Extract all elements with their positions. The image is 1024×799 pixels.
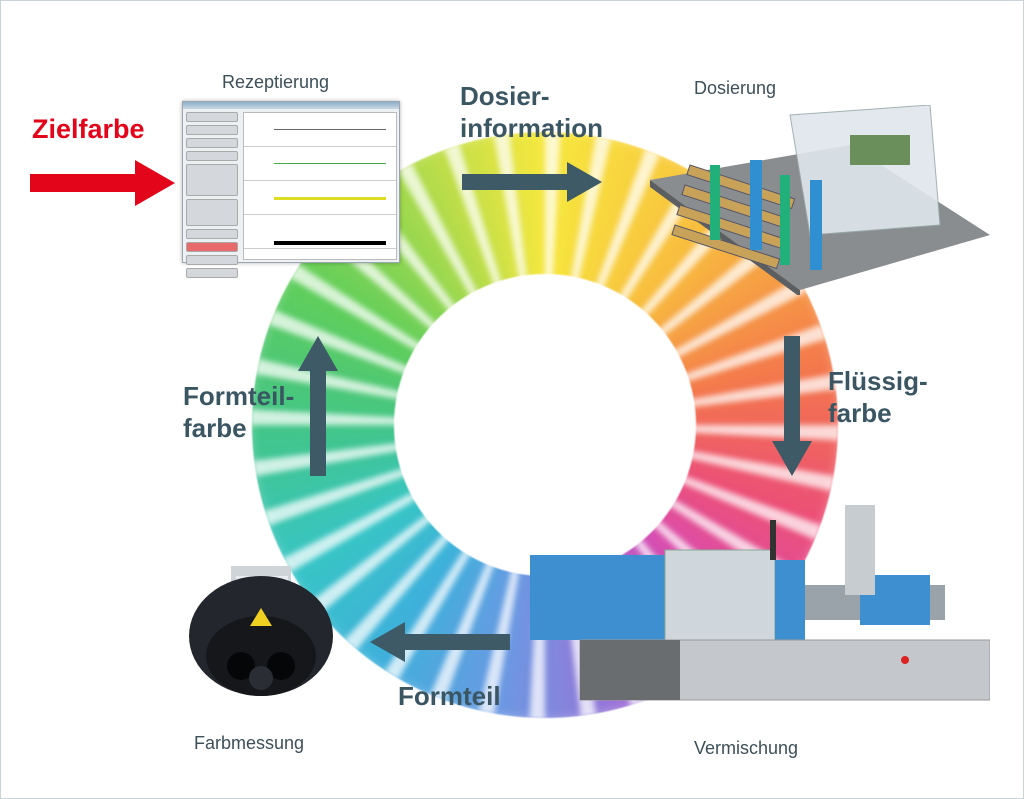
target-arrow <box>30 160 175 206</box>
caption-recipe: Rezeptierung <box>222 72 330 92</box>
recipe-software-screenshot <box>182 101 400 278</box>
arrow-down-liquid <box>772 336 812 476</box>
arrow-right-dosing <box>462 162 602 202</box>
label-part-color: Formteil-farbe <box>183 381 295 443</box>
target-color-label: Zielfarbe <box>32 114 145 144</box>
arrow-left-part <box>370 622 510 662</box>
injection-molding-machine-image <box>530 505 990 701</box>
caption-mixing: Vermischung <box>694 738 799 758</box>
color-measurement-device-image <box>189 566 333 696</box>
caption-measurement: Farbmessung <box>194 733 305 753</box>
caption-dosing: Dosierung <box>694 78 777 98</box>
arrow-up-part-color <box>298 336 338 476</box>
label-molded-part: Formteil <box>398 681 501 711</box>
dosing-unit-image <box>650 105 990 295</box>
label-liquid-color: Flüssig-farbe <box>828 366 928 428</box>
label-dosing-info: Dosier-information <box>460 81 603 143</box>
